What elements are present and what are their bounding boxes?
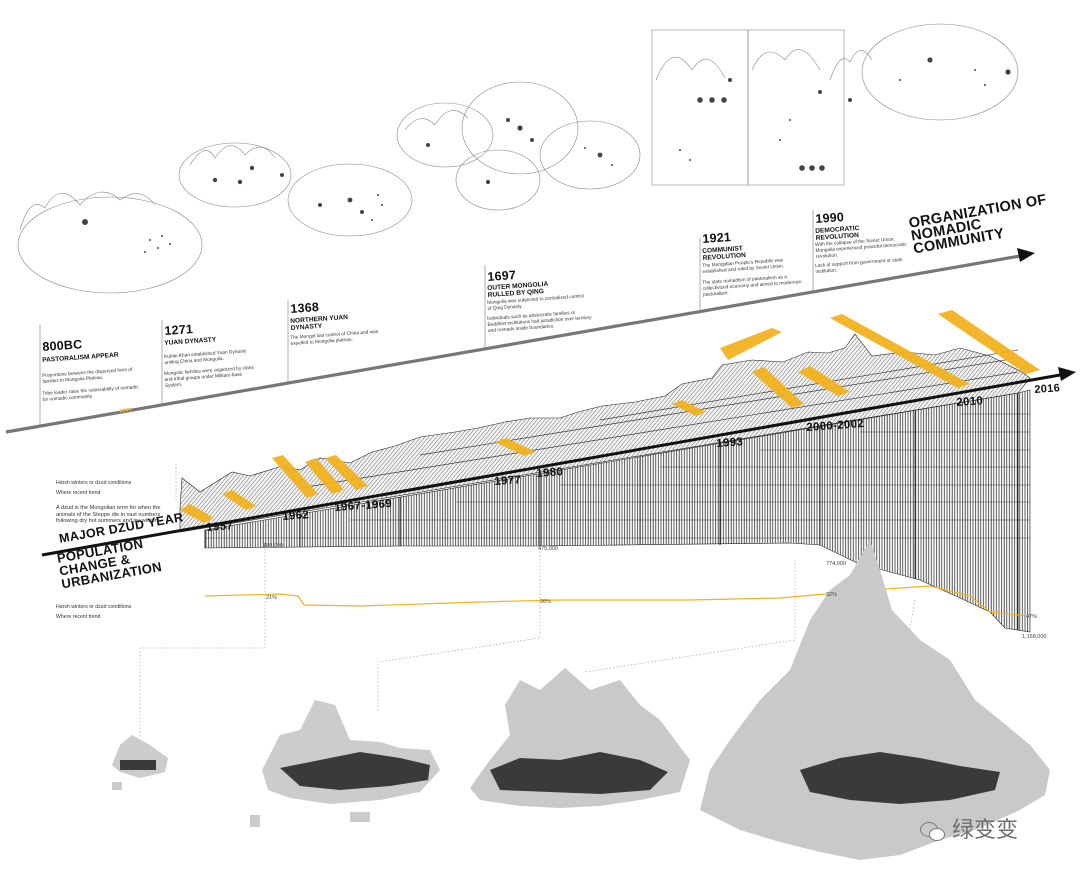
population-horizontal-lines bbox=[205, 413, 1030, 539]
dzud-year-label: 1993 bbox=[716, 436, 744, 450]
organization-axis bbox=[5, 254, 1021, 434]
city-map-4 bbox=[700, 540, 1050, 860]
watermark: 绿变变 bbox=[920, 818, 1018, 843]
urbanization-percent: 47% bbox=[1026, 614, 1038, 620]
dzud-year-label: 2010 bbox=[956, 395, 984, 409]
city-map-3 bbox=[470, 668, 690, 808]
event-year: 800BC bbox=[42, 337, 83, 354]
city-map-2 bbox=[250, 700, 440, 827]
urbanization-percent: 32% bbox=[826, 592, 838, 598]
city-map-1 bbox=[112, 735, 168, 790]
legend-top-line2: Where recent trend bbox=[56, 490, 101, 496]
event-year: 1697 bbox=[487, 268, 517, 284]
population-area bbox=[204, 389, 1031, 633]
wechat-icon bbox=[920, 820, 946, 842]
population-value: 475,000 bbox=[538, 546, 558, 552]
leader-lines bbox=[139, 464, 916, 738]
dzud-year-label: 1957 bbox=[206, 520, 234, 534]
urbanization-line bbox=[204, 585, 1031, 617]
population-value: 180,000 bbox=[263, 543, 283, 549]
legend-bottom-line1: Harsh winters or dzud conditions bbox=[56, 604, 132, 610]
dzud-year-label: 1977 bbox=[494, 474, 522, 488]
dzud-highlight-bars bbox=[180, 310, 1040, 523]
dzud-grid bbox=[299, 349, 1019, 489]
event-year: 1368 bbox=[290, 300, 320, 316]
event-year: 1990 bbox=[815, 210, 845, 226]
legend-top-line1: Harsh winters or dzud conditions bbox=[56, 480, 132, 486]
urbanization-percent: 26% bbox=[540, 599, 552, 605]
dzud-definition: A dzud is the Mongolian term for when th… bbox=[56, 505, 162, 525]
event-year: 1271 bbox=[164, 322, 194, 338]
watermark-text: 绿变变 bbox=[952, 818, 1019, 843]
event-year: 1921 bbox=[702, 230, 732, 246]
urbanization-percent: 21% bbox=[266, 595, 278, 601]
organization-axis-ticks bbox=[39, 210, 814, 425]
population-value: 1,168,000 bbox=[1022, 634, 1047, 640]
sketch-dots bbox=[82, 57, 1011, 253]
dzud-year-label: 2016 bbox=[1034, 382, 1061, 396]
dzud-axis bbox=[41, 373, 1061, 557]
nomadic-sketches bbox=[17, 23, 1019, 294]
dzud-year-label: 1962 bbox=[282, 509, 310, 523]
population-value: 774,000 bbox=[826, 561, 846, 567]
dzud-year-label: 1980 bbox=[536, 466, 564, 480]
legend-bottom-line2: Where recent trend bbox=[56, 614, 101, 620]
